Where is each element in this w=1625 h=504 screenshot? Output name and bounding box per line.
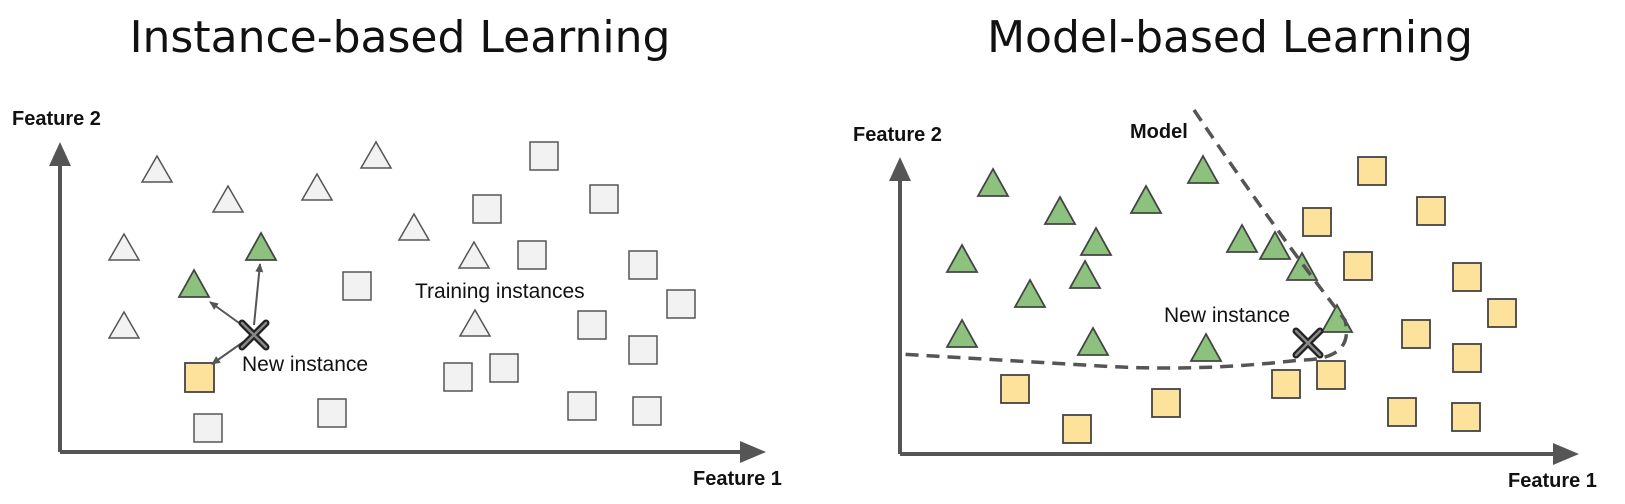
- right-y-axis-label: Feature 2: [853, 124, 942, 146]
- class-square: [1062, 414, 1092, 444]
- class-square: [1271, 369, 1301, 399]
- left-new-instance-label: New instance: [242, 353, 368, 376]
- class-square: [1000, 374, 1030, 404]
- left-training-squares: [193, 141, 696, 443]
- training-square: [529, 141, 559, 171]
- right-new-instance-label: New instance: [1164, 304, 1290, 327]
- class-triangle: [1013, 278, 1047, 308]
- class-triangle: [1076, 326, 1110, 356]
- class-square: [1487, 298, 1517, 328]
- training-square: [443, 362, 473, 392]
- neighbor-triangle: [177, 268, 211, 298]
- left-y-axis-label: Feature 2: [12, 108, 101, 130]
- class-square: [1451, 402, 1481, 432]
- class-triangle: [1186, 154, 1220, 184]
- decision-boundary: [899, 109, 1349, 370]
- new-instance-marker-left: [238, 319, 270, 351]
- training-square: [317, 398, 347, 428]
- training-triangle: [397, 212, 431, 241]
- class-square: [1316, 360, 1346, 390]
- training-square: [489, 353, 519, 383]
- class-square: [1452, 262, 1482, 292]
- right-x-axis-label: Feature 1: [1508, 470, 1597, 492]
- class-square: [1387, 397, 1417, 427]
- class-triangle: [945, 243, 979, 273]
- training-square: [517, 240, 547, 270]
- training-square: [628, 250, 658, 280]
- class-triangle: [1129, 184, 1163, 214]
- left-panel: Feature 2 Feature 1: [12, 108, 782, 490]
- right-axes: [889, 157, 1579, 465]
- class-square: [1357, 156, 1387, 186]
- class-square: [1401, 319, 1431, 349]
- class-triangle: [976, 167, 1010, 197]
- class-square: [1416, 196, 1446, 226]
- left-panel-title: Instance-based Learning: [129, 12, 671, 63]
- model-label: Model: [1130, 121, 1188, 143]
- training-triangle: [300, 172, 334, 201]
- class-triangle: [1258, 230, 1292, 260]
- class-triangle: [1068, 259, 1102, 289]
- class-triangle: [1225, 223, 1259, 253]
- training-triangle: [211, 184, 245, 213]
- training-square: [632, 396, 662, 426]
- right-panel-title: Model-based Learning: [987, 12, 1473, 63]
- neighbor-triangle: [244, 231, 278, 261]
- right-green-triangles: [945, 154, 1354, 362]
- left-training-triangles: [107, 140, 492, 339]
- training-triangle: [458, 308, 492, 337]
- training-square: [628, 335, 658, 365]
- training-square: [589, 184, 619, 214]
- training-square: [567, 391, 597, 421]
- class-square: [1343, 251, 1373, 281]
- class-square: [1452, 343, 1482, 373]
- training-triangle: [359, 140, 393, 169]
- class-triangle: [1320, 303, 1354, 333]
- class-triangle: [1079, 226, 1113, 256]
- class-triangle: [1043, 195, 1077, 225]
- training-triangle: [107, 232, 141, 261]
- training-triangle: [107, 310, 141, 339]
- class-square: [1302, 207, 1332, 237]
- training-square: [342, 271, 372, 301]
- arrow-to-triangle-upper: [253, 263, 264, 326]
- neighbor-arrows: [209, 263, 264, 365]
- training-square: [577, 310, 607, 340]
- neighbor-square: [184, 362, 215, 393]
- class-triangle: [1189, 332, 1223, 362]
- class-triangle: [945, 318, 979, 348]
- training-square: [472, 194, 502, 224]
- training-square: [193, 413, 223, 443]
- training-triangle: [140, 154, 174, 183]
- training-instances-label: Training instances: [415, 280, 585, 303]
- nearest-neighbors: [177, 231, 278, 393]
- new-instance-marker-right: [1292, 327, 1324, 359]
- right-yellow-squares: [1000, 156, 1517, 444]
- right-panel: Feature 2 Feature 1: [853, 109, 1597, 492]
- left-axes: [49, 142, 766, 463]
- class-triangle: [1285, 251, 1319, 281]
- class-square: [1151, 388, 1181, 418]
- training-square: [666, 289, 696, 319]
- left-x-axis-label: Feature 1: [693, 468, 782, 490]
- training-triangle: [457, 240, 491, 269]
